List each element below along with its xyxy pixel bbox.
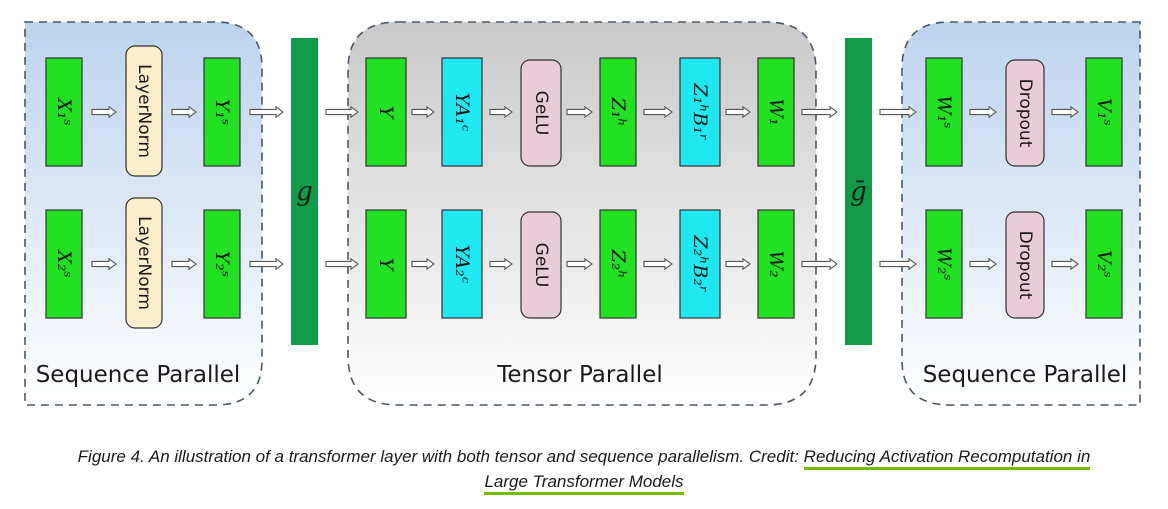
ws-label-row2: W₂ˢ: [933, 247, 955, 281]
sequence-parallel-left-label: Sequence Parallel: [36, 362, 241, 388]
arrow-row1-4: [325, 105, 359, 119]
tensor-parallel-label: Tensor Parallel: [496, 362, 663, 388]
dropout-label-row1: Dropout: [1015, 79, 1035, 148]
g-label: g: [296, 177, 313, 207]
z-label-row1: Z₁ʰ: [607, 96, 629, 126]
v-label-row1: V₁ˢ: [1093, 98, 1115, 126]
norm-out-box-row1: [203, 57, 241, 167]
dropout-label-row2: Dropout: [1015, 231, 1035, 300]
arrow-row2-4: [325, 257, 359, 271]
arrow-row2-12: [969, 257, 997, 271]
ws-box-row1: [925, 57, 963, 167]
norm-label-row2: LayerNorm: [134, 216, 154, 310]
zb-box-row2: [679, 209, 721, 319]
arrow-row1-1: [91, 105, 117, 119]
dropout-box-row1: [1005, 59, 1045, 167]
arrow-row2-9: [725, 257, 751, 271]
arrow-row1-2: [171, 105, 197, 119]
input-label-row2: X₂ˢ: [53, 248, 75, 278]
arrow-row2-13: [1051, 257, 1079, 271]
arrow-row1-5: [411, 105, 435, 119]
z-box-row1: [599, 57, 637, 167]
tensor-parallel-panel: [347, 21, 817, 406]
zb-box-row1: [679, 57, 721, 167]
figure-caption: Figure 4. An illustration of a transform…: [0, 444, 1168, 495]
zb-label-row2: Z₂ʰB₂ʳ: [689, 234, 711, 293]
arrow-row2-6: [489, 257, 513, 271]
w-label-row1: W₁: [765, 98, 787, 125]
zb-label-row1: Z₁ʰB₁ʳ: [689, 82, 711, 141]
arrow-row2-7: [566, 257, 593, 271]
input-box-row2: [45, 209, 83, 319]
arrow-row2-3: [249, 257, 284, 271]
caption-link-line1[interactable]: Reducing Activation Recomputation in: [803, 447, 1091, 470]
y-label-row1: Y: [375, 106, 397, 121]
norm-out-label-row2: Y₂ˢ: [211, 251, 233, 278]
v-label-row2: V₂ˢ: [1093, 250, 1115, 278]
arrow-row2-1: [91, 257, 117, 271]
arrow-row1-6: [489, 105, 513, 119]
caption-link-line2[interactable]: Large Transformer Models: [484, 472, 684, 495]
input-box-row1: [45, 57, 83, 167]
z-label-row2: Z₂ʰ: [607, 248, 629, 278]
arrow-row2-8: [643, 257, 673, 271]
arrow-row2-5: [411, 257, 435, 271]
w-box-row1: [757, 57, 795, 167]
norm-box-row1: [125, 45, 163, 177]
sequence-parallel-right-label: Sequence Parallel: [923, 362, 1128, 388]
arrow-row1-13: [1051, 105, 1079, 119]
arrow-row1-9: [725, 105, 751, 119]
arrow-row2-11: [879, 257, 917, 271]
norm-box-row2: [125, 197, 163, 329]
dropout-box-row2: [1005, 211, 1045, 319]
gelu-box-row1: [520, 59, 562, 167]
v-box-row2: [1085, 209, 1123, 319]
arrow-row2-10: [801, 257, 838, 271]
arrow-row1-10: [801, 105, 838, 119]
arrow-row1-8: [643, 105, 673, 119]
g-bar-label: ḡ: [850, 177, 867, 207]
gelu-label-row2: GeLU: [531, 243, 551, 288]
arrow-row2-2: [171, 257, 197, 271]
ya-label-row1: YA₁ᶜ: [451, 92, 473, 131]
y-box-row1: [365, 57, 407, 167]
arrow-row1-12: [969, 105, 997, 119]
v-box-row1: [1085, 57, 1123, 167]
caption-text: Figure 4. An illustration of a transform…: [77, 447, 804, 466]
norm-out-label-row1: Y₁ˢ: [211, 99, 233, 126]
g-bar-bar: [845, 38, 872, 345]
y-label-row2: Y: [375, 258, 397, 273]
ya-box-row1: [441, 57, 483, 167]
gelu-box-row2: [520, 211, 562, 319]
z-box-row2: [599, 209, 637, 319]
gelu-label-row1: GeLU: [531, 91, 551, 136]
input-label-row1: X₁ˢ: [53, 96, 75, 126]
norm-out-box-row2: [203, 209, 241, 319]
ws-label-row1: W₁ˢ: [933, 95, 955, 129]
ya-box-row2: [441, 209, 483, 319]
y-box-row2: [365, 209, 407, 319]
ya-label-row2: YA₂ᶜ: [451, 244, 473, 283]
arrow-row1-3: [249, 105, 284, 119]
g-bar: [291, 38, 318, 345]
arrow-row1-11: [879, 105, 917, 119]
norm-label-row1: LayerNorm: [134, 64, 154, 158]
w-label-row2: W₂: [765, 250, 787, 277]
arrow-row1-7: [566, 105, 593, 119]
w-box-row2: [757, 209, 795, 319]
ws-box-row2: [925, 209, 963, 319]
